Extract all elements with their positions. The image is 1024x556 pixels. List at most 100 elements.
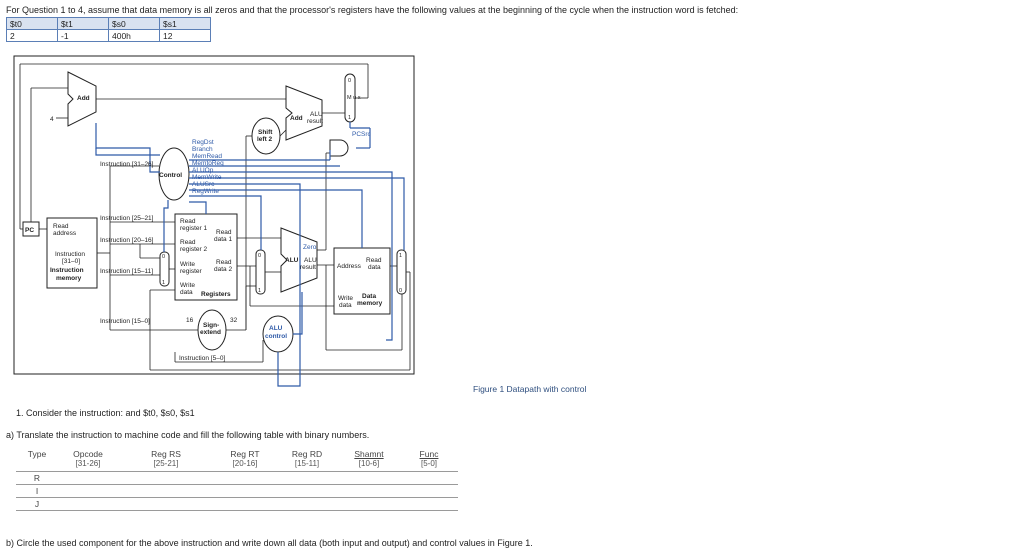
col-shamnt: Shamnt[10-6] [338, 449, 400, 472]
memtoreg-mux-0: 0 [399, 288, 402, 294]
signal-memwrite: MemWrite [192, 174, 222, 181]
cell-r-opcode[interactable] [58, 471, 118, 485]
branch-adder [285, 85, 323, 141]
cell-r-shamnt[interactable] [338, 471, 400, 485]
instruction-memory-label: Instruction [50, 267, 84, 274]
instruction-memory-label-2: memory [56, 275, 82, 282]
pcsrc-mux-label: M u x [347, 95, 361, 101]
signal-aluop: ALUOp [192, 167, 214, 174]
instruction-bits-label: [31–0] [62, 258, 80, 265]
cell-r-rt[interactable] [214, 471, 276, 485]
pc-label: PC [25, 227, 34, 234]
pcsrc-label: PCSrc [352, 131, 372, 138]
row-type-r: R [16, 471, 58, 485]
cell-j-address[interactable] [118, 497, 458, 511]
instruction-out-label: Instruction [55, 251, 85, 258]
cell-r-rs[interactable] [118, 471, 214, 485]
sign-extend-label-2: extend [200, 329, 221, 336]
read-register-2-label-2: register 2 [180, 246, 207, 253]
shift-left-label: Shift [258, 129, 273, 136]
alusrc-mux-0: 0 [258, 253, 261, 259]
cell-i-rs[interactable] [118, 484, 214, 498]
write-data-label: Write [180, 282, 195, 289]
col-shamnt-bits: [10-6] [358, 459, 380, 468]
col-rt: Reg RT[20-16] [214, 449, 276, 472]
branch-adder-label: Add [290, 115, 303, 122]
read-data-2-label: Read [216, 259, 232, 266]
instr-20-16-label: Instruction [20–16] [100, 237, 154, 244]
read-address-label-2: address [53, 230, 77, 237]
cell-r-rd[interactable] [276, 471, 338, 485]
read-register-1-label-2: register 1 [180, 225, 207, 232]
reg-header-t1: $t1 [57, 17, 109, 30]
four-constant: 4 [50, 116, 54, 123]
row-type-i: I [16, 484, 58, 498]
col-opcode-bits: [31-26] [75, 459, 101, 468]
mem-write-data-label: Write [338, 295, 353, 302]
col-shamnt-title: Shamnt [354, 449, 384, 459]
branch-adder-result-label-2: result [307, 118, 323, 125]
col-rs: Reg RS[25-21] [118, 449, 214, 472]
col-func-title: Func [419, 449, 439, 459]
cell-i-opcode[interactable] [58, 484, 118, 498]
alu-result-label: ALU [304, 257, 317, 264]
col-rt-bits: [20-16] [232, 459, 258, 468]
signal-regwrite: RegWrite [192, 188, 219, 195]
alu-label: ALU [285, 257, 299, 264]
col-type: Type [16, 449, 58, 472]
cell-r-func[interactable] [400, 471, 458, 485]
instr-15-11-label: Instruction [15–11] [100, 268, 153, 275]
alu-control-label: ALU [269, 325, 283, 332]
row-type-j: J [16, 497, 58, 511]
figure-frame [13, 55, 415, 375]
write-register-label: Write [180, 261, 195, 268]
instr-25-21-label: Instruction [25–21] [100, 215, 154, 222]
pcsrc-mux-1: 1 [348, 115, 351, 121]
read-data-1-label: Read [216, 229, 232, 236]
branch-adder-result-label: ALU [310, 111, 323, 118]
read-data-2-label-2: data 2 [214, 266, 232, 273]
table-row: R [16, 471, 458, 485]
memtoreg-mux-1: 1 [399, 253, 402, 259]
shift-left-label-2: left 2 [257, 136, 273, 143]
mem-write-data-label-2: data [339, 302, 352, 309]
table-row: J [16, 497, 458, 511]
signal-branch: Branch [192, 146, 213, 153]
read-data-1-label-2: data 1 [214, 236, 232, 243]
alu-control-label-2: control [265, 333, 287, 340]
col-type-title: Type [27, 449, 47, 459]
col-func: Func[5-0] [400, 449, 458, 472]
pc-adder-label: Add [77, 95, 90, 102]
main-alu [280, 227, 318, 293]
write-register-label-2: register [180, 268, 203, 275]
question-b: b) Circle the used component for the abo… [6, 538, 533, 548]
regdst-mux-1: 1 [162, 280, 165, 286]
col-rt-title: Reg RT [230, 449, 260, 459]
col-func-bits: [5-0] [420, 459, 437, 468]
sign-extend-output-width: 32 [230, 317, 238, 324]
register-values-table: $t0 $t1 $s0 $s1 2 -1 400h 12 [6, 17, 211, 42]
figure-caption: Figure 1 Datapath with control [473, 384, 587, 394]
read-register-1-label: Read [180, 218, 196, 225]
alusrc-mux-1: 1 [258, 288, 261, 294]
mem-read-data-label-2: data [368, 264, 381, 271]
question-1: 1. Consider the instruction: and $t0, $s… [16, 408, 195, 418]
read-address-label: Read [53, 223, 69, 230]
data-memory-label: Data [362, 293, 376, 300]
cell-i-rt[interactable] [214, 484, 276, 498]
reg-value-s1: 12 [159, 29, 211, 42]
data-memory-label-2: memory [357, 300, 383, 307]
branch-and-gate [329, 139, 349, 157]
col-rs-title: Reg RS [151, 449, 181, 459]
mem-read-data-label: Read [366, 257, 382, 264]
question-a: a) Translate the instruction to machine … [6, 430, 370, 440]
sign-extend-input-width: 16 [186, 317, 194, 324]
read-register-2-label: Read [180, 239, 196, 246]
reg-header-s1: $s1 [159, 17, 211, 30]
cell-j-opcode[interactable] [58, 497, 118, 511]
address-label: Address [337, 263, 362, 270]
col-rd-bits: [15-11] [294, 459, 320, 468]
intro-text: For Question 1 to 4, assume that data me… [6, 5, 739, 15]
registers-label: Registers [201, 291, 231, 298]
cell-i-immediate[interactable] [276, 484, 458, 498]
